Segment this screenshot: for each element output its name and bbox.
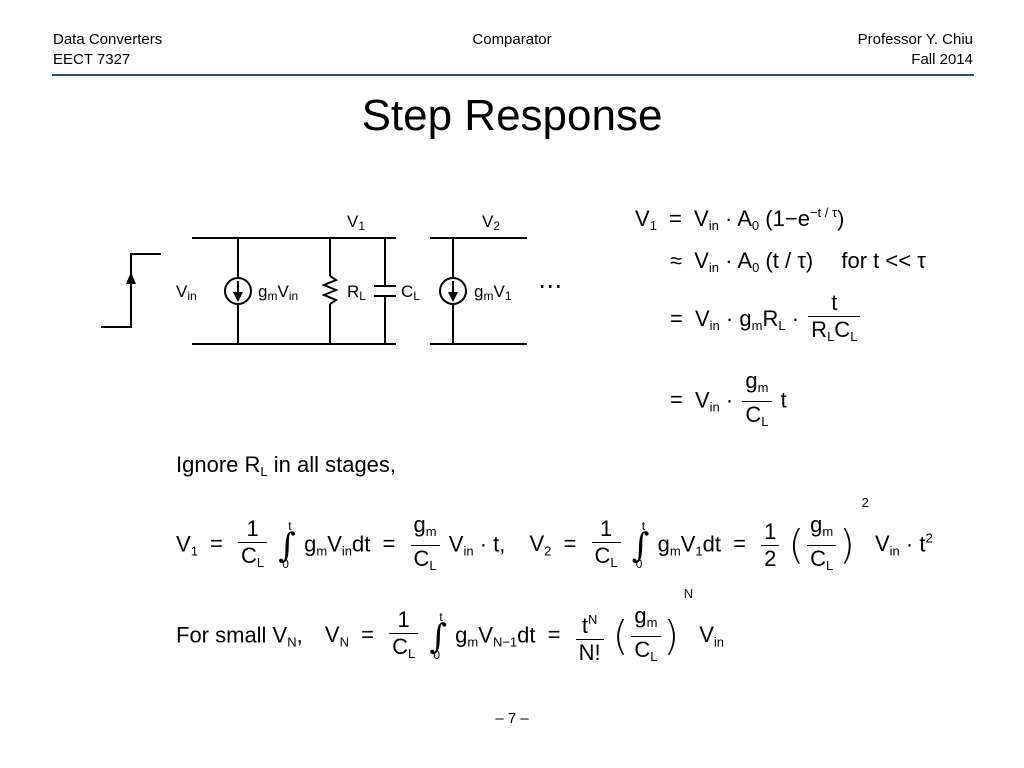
step-waveform (101, 253, 161, 328)
cs2-arrow-icon (448, 292, 458, 302)
equation-v1-exact: V1 = Vin · A0 (1−e−t / τ) (635, 205, 845, 233)
page-number: – 7 – (495, 710, 529, 727)
ellipsis: ⋯ (538, 273, 562, 300)
label-gm-v1: gmV1 (474, 282, 512, 303)
header-topic: Comparator (472, 31, 552, 48)
header-right: Professor Y. Chiu Fall 2014 (858, 30, 973, 70)
current-source-1 (224, 277, 252, 305)
slide-title: Step Response (361, 91, 663, 140)
label-rl: RL (347, 282, 366, 303)
label-v1: V1 (347, 212, 366, 233)
course-name: Data Converters (53, 31, 163, 48)
resistor-rl (321, 275, 339, 305)
cs1-arrow-icon (233, 292, 243, 302)
label-v2: V2 (482, 212, 501, 233)
label-cl: CL (401, 282, 420, 303)
header-left: Data Converters EECT 7327 (53, 30, 162, 70)
course-code: EECT 7327 (53, 51, 131, 68)
instructor-name: Professor Y. Chiu (857, 31, 973, 48)
equation-v1-approx: ≈ Vin · A0 (t / τ) for t << τ (670, 248, 926, 275)
label-vin: Vin (176, 282, 197, 303)
ignore-rl-statement: Ignore RL in all stages, (176, 452, 397, 479)
current-source-2 (439, 277, 467, 305)
header-rule (52, 74, 974, 76)
step-arrow-icon (126, 272, 136, 284)
term: Fall 2014 (911, 51, 973, 68)
label-gm-vin: gmVin (258, 282, 299, 303)
